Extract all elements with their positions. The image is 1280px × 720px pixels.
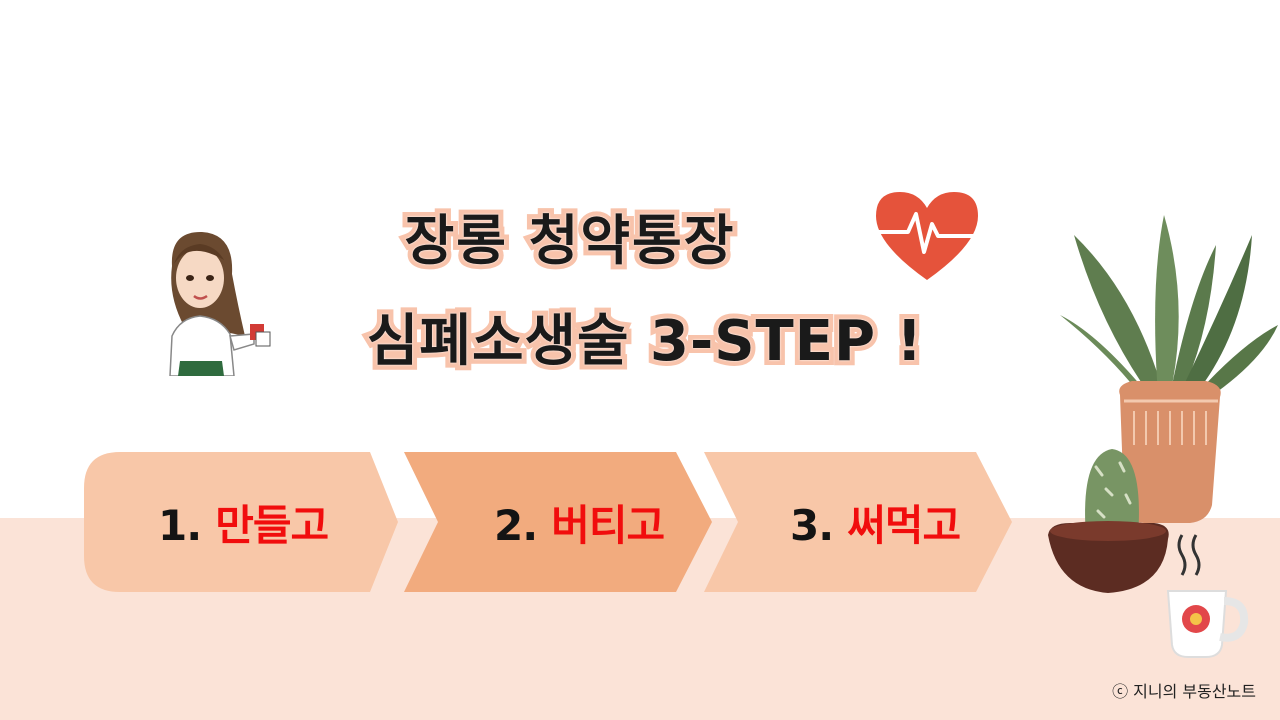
step-3-label: 써먹고 — [847, 501, 961, 550]
step-chevron-1 — [84, 452, 398, 592]
step-chevron-3 — [704, 452, 1012, 592]
step-2-number: 2. — [494, 501, 538, 550]
step-2: 2. 버티고 — [494, 496, 665, 556]
woman-avatar-icon — [169, 231, 271, 376]
step-1-number: 1. — [158, 501, 202, 550]
title-line-2: 심폐소생술 3-STEP ! — [362, 304, 927, 379]
step-3: 3. 써먹고 — [790, 496, 961, 556]
step-2-label: 버티고 — [551, 501, 665, 550]
potted-plants-illustration — [1048, 215, 1278, 658]
copyright-text: ⓒ 지니의 부동산노트 — [1112, 682, 1256, 701]
step-1-label: 만들고 — [215, 501, 329, 550]
step-3-number: 3. — [790, 501, 834, 550]
step-chevrons — [84, 452, 1012, 592]
heartbeat-heart-icon — [868, 192, 986, 280]
step-1: 1. 만들고 — [158, 496, 329, 556]
step-chevron-2 — [404, 452, 712, 592]
title-line-1: 장롱 청약통장 — [400, 204, 739, 277]
